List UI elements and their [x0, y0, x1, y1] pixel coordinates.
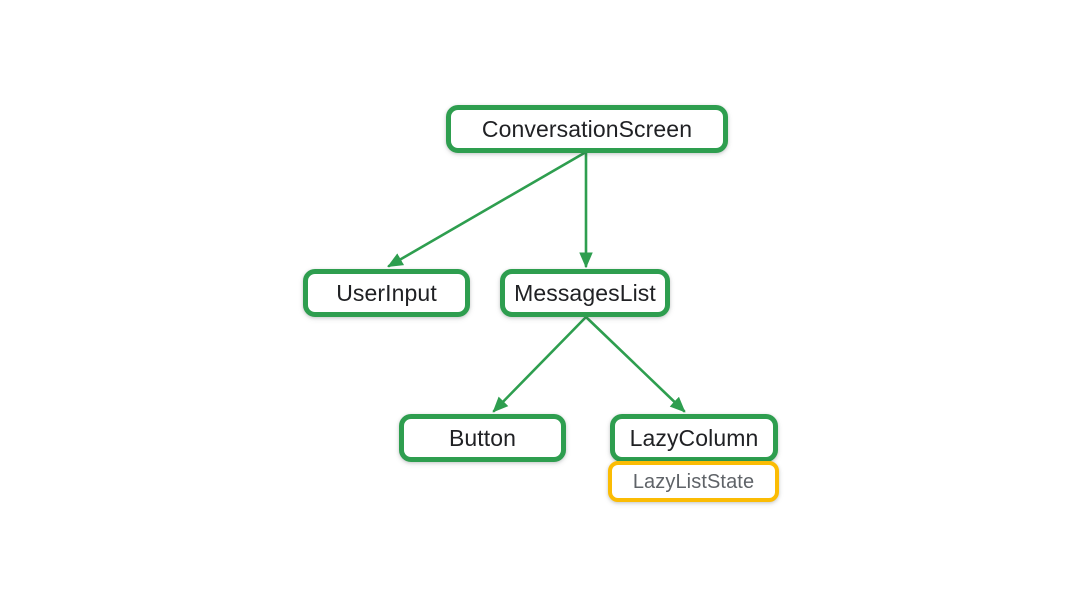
node-label-conversation-screen: ConversationScreen	[481, 115, 693, 142]
edge-messages-list-to-lazy-column	[584, 315, 686, 413]
node-lazy-list-state[interactable]: LazyListState	[608, 461, 779, 502]
node-messages-list[interactable]: MessagesList	[500, 269, 670, 317]
node-button[interactable]: Button	[399, 414, 566, 462]
node-label-user-input: UserInput	[336, 279, 437, 306]
node-label-messages-list: MessagesList	[514, 279, 656, 306]
node-user-input[interactable]: UserInput	[303, 269, 470, 317]
node-label-lazy-list-state: LazyListState	[632, 470, 755, 493]
node-label-lazy-column: LazyColumn	[629, 424, 759, 451]
edge-messages-list-to-button	[492, 315, 588, 413]
edge-conversation-to-user-input	[387, 150, 588, 268]
node-label-button: Button	[448, 424, 517, 451]
node-lazy-column[interactable]: LazyColumn	[610, 414, 778, 462]
node-conversation-screen[interactable]: ConversationScreen	[446, 105, 728, 153]
